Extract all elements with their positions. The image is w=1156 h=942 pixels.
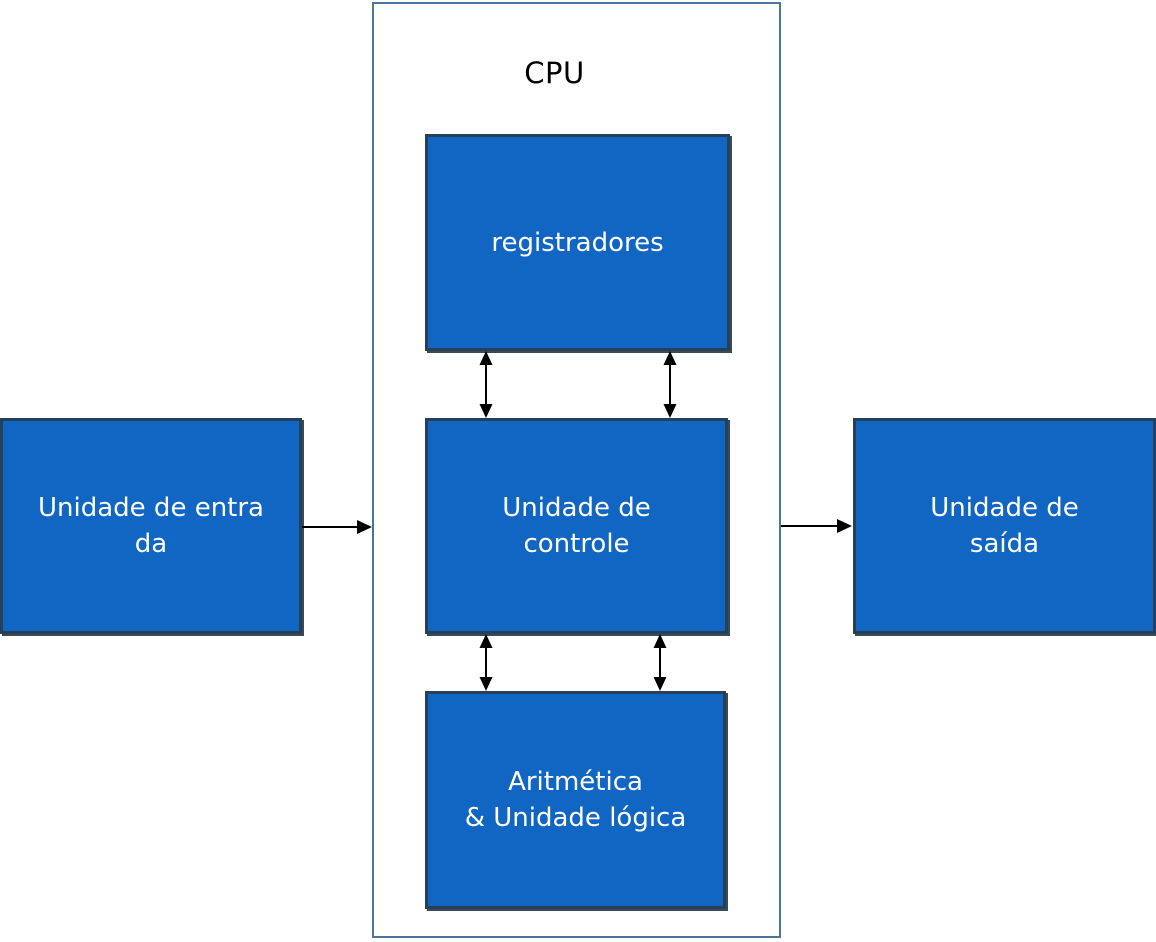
alu-box: Aritmética & Unidade lógica	[425, 691, 726, 909]
alu-label: Aritmética & Unidade lógica	[464, 767, 687, 833]
registers-box: registradores	[425, 134, 730, 351]
control-unit-box: Unidade de controle	[425, 418, 728, 634]
cpu-title: CPU	[524, 56, 585, 90]
control-unit-label: Unidade de controle	[502, 493, 651, 559]
input-unit-label: Unidade de entra da	[38, 493, 264, 559]
registers-label: registradores	[491, 227, 664, 258]
arrow-cpu-to-output	[781, 519, 852, 533]
output-unit-label: Unidade de saída	[930, 493, 1079, 559]
arrow-input-to-cpu	[302, 520, 372, 534]
output-unit-box: Unidade de saída	[853, 418, 1156, 634]
input-unit-box: Unidade de entra da	[0, 418, 302, 634]
